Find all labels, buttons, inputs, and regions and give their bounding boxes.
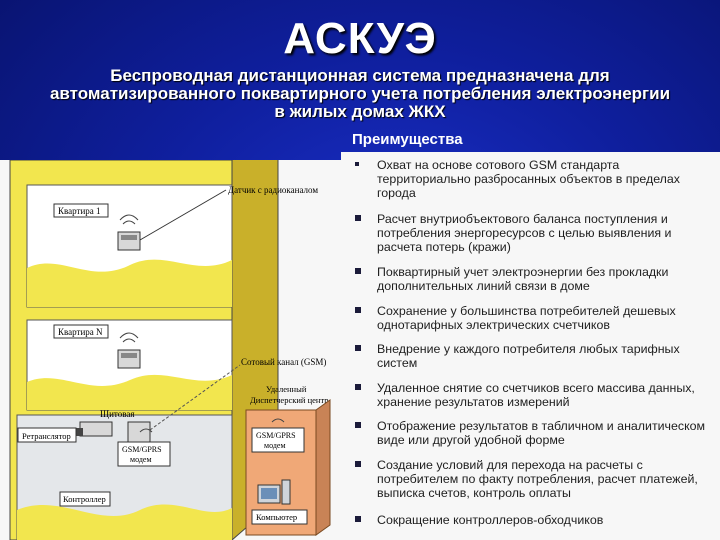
retranslator-label: Ретранслятор: [22, 431, 71, 441]
modem-label: модем: [130, 455, 152, 464]
panel-label: Щитовая: [100, 409, 134, 419]
meter-icon: [127, 421, 151, 443]
bullet-icon: [355, 461, 361, 467]
sensor-label: Датчик с радиоканалом: [228, 185, 318, 195]
radio-wave-icon: [119, 214, 139, 225]
controller-box: [59, 491, 111, 507]
meter-icon: [79, 421, 113, 437]
floor-n-wave: [27, 374, 232, 410]
apt1-label-box: [53, 203, 109, 218]
computer-screen-icon: [261, 488, 277, 499]
radio-wave-icon: [119, 332, 139, 343]
modem-box: [117, 441, 171, 467]
dispatch-label: Диспетчерский центр: [250, 395, 329, 405]
radio-wave-icon: [271, 418, 285, 423]
dispatch-modem-label: модем: [264, 441, 286, 450]
dispatch-modem-label: GSM/GPRS: [256, 431, 296, 440]
bullet-icon: [355, 215, 361, 221]
meter-icon: [117, 349, 141, 369]
list-item: Расчет внутриобъектового баланса поступл…: [355, 212, 715, 254]
dispatch-center-side: [315, 399, 331, 536]
list-item: Удаленное снятие со счетчиков всего масс…: [355, 381, 715, 409]
advantages-heading: Преимущества: [352, 131, 463, 148]
gsm-channel-label: Сотовый канал (GSM): [241, 357, 326, 367]
subtitle-line: автоматизированного поквартирного учета …: [49, 84, 671, 103]
meter-icon: [117, 231, 141, 251]
floor-ground-wave: [17, 504, 232, 540]
list-item: Сокращение контроллеров-обходчиков: [355, 513, 715, 527]
subtitle-line: Беспроводная дистанционная система предн…: [110, 66, 610, 85]
meter-display-icon: [121, 235, 137, 240]
floor-1-wave: [27, 259, 232, 307]
gsm-link-line: [149, 364, 241, 431]
aptn-label-box: [53, 324, 109, 339]
bullet-icon: [355, 345, 361, 351]
controller-label: Контроллер: [63, 494, 106, 504]
bullet-icon: [355, 516, 361, 522]
bullet-icon: [355, 422, 361, 428]
list-item: Отображение результатов в табличном и ан…: [355, 419, 715, 447]
computer-tower-icon: [281, 479, 291, 505]
dispatch-modem-box: [251, 427, 305, 453]
subtitle-line: в жилых домах ЖКХ: [274, 102, 446, 121]
bullet-icon: [355, 268, 361, 274]
advantages-panel: Охват на основе сотового GSM стандарта т…: [341, 152, 720, 540]
bullet-icon: [355, 307, 361, 313]
aptn-label: Квартира N: [58, 327, 103, 337]
meter-display-icon: [121, 353, 137, 358]
list-item: Сохранение у большинства потребителей де…: [355, 304, 715, 332]
page-title: АСКУЭ: [283, 14, 437, 63]
bullet-icon: [355, 162, 359, 166]
list-item: Создание условий для перехода на расчеты…: [355, 458, 715, 500]
list-item: Охват на основе сотового GSM стандарта т…: [355, 158, 715, 200]
dispatch-label: Удаленный: [266, 384, 307, 394]
radio-wave-icon: [139, 428, 153, 433]
apt1-label: Квартира 1: [58, 206, 101, 216]
system-diagram: Квартира 1 Квартира N Датчик с радиокана…: [0, 160, 341, 540]
modem-label: GSM/GPRS: [122, 445, 162, 454]
sensor-pointer: [139, 189, 227, 241]
computer-box: [251, 509, 308, 525]
retranslator-box: [17, 427, 77, 443]
list-item: Внедрение у каждого потребителя любых та…: [355, 342, 715, 370]
retranslator-device-icon: [75, 428, 83, 436]
computer-label: Компьютер: [256, 512, 297, 522]
page-subtitle: Беспроводная дистанционная система предн…: [0, 67, 720, 121]
bullet-icon: [355, 384, 361, 390]
list-item: Поквартирный учет электроэнергии без про…: [355, 265, 715, 293]
